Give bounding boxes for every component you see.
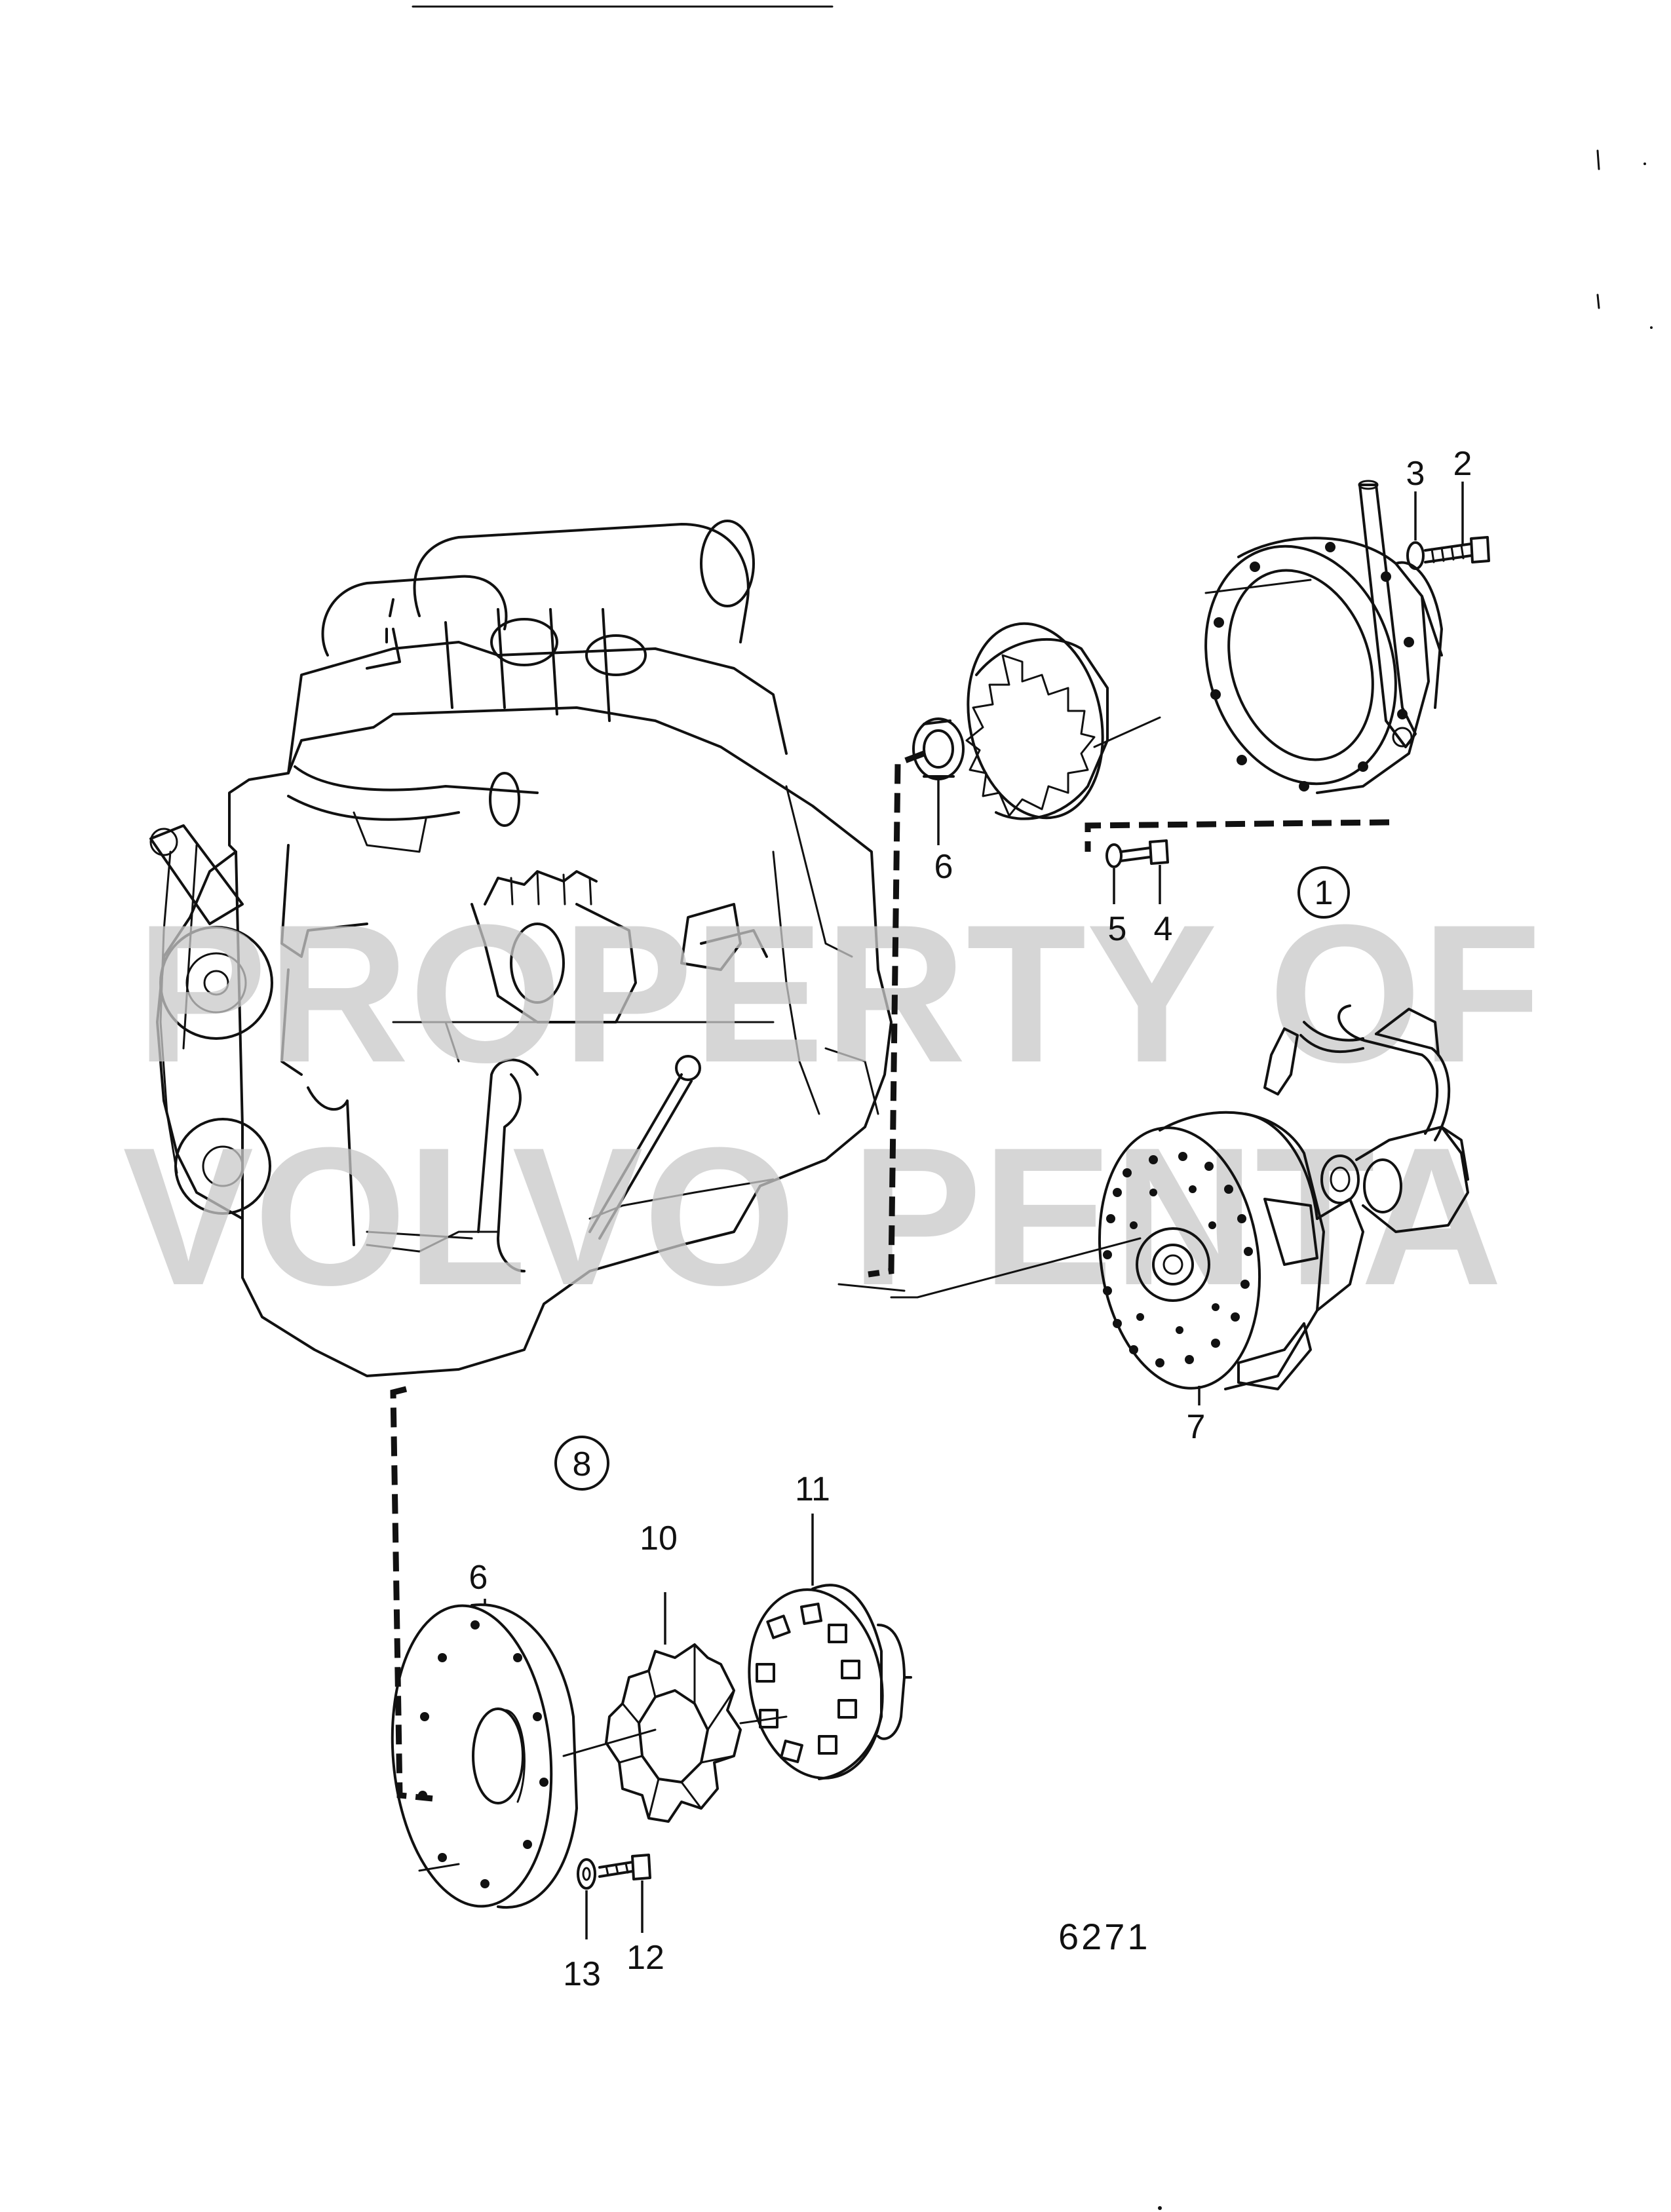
- flywheel-housing: [1204, 480, 1443, 794]
- callout-2: 2: [1453, 445, 1472, 483]
- release-actuator-icon: [1355, 1126, 1469, 1233]
- callout-12: 12: [626, 1939, 664, 1977]
- watermark-line-1: PROPERTY OF: [136, 883, 1542, 1103]
- hose-fitting-icon: [1263, 1027, 1299, 1096]
- hydraulic-hose-icon: [1337, 1004, 1451, 1141]
- crank-pulley-icon: [159, 926, 273, 1040]
- alignment-dashed-line-lower: [390, 1386, 433, 1802]
- callout-1: 1: [1315, 874, 1334, 912]
- flex-plate-holes: [418, 1620, 548, 1888]
- callout-circle-8: [554, 1436, 609, 1491]
- watermark-line-2: VOLVO PENTA: [123, 1106, 1503, 1326]
- bolt-icon: [598, 1854, 651, 1880]
- callout-4: 4: [1154, 910, 1173, 948]
- callout-13: 13: [563, 1955, 601, 1993]
- figure-number: 6271: [1058, 1916, 1151, 1957]
- callout-8: 8: [573, 1445, 592, 1483]
- washer-icon: [577, 1858, 596, 1890]
- scan-marks: [1158, 149, 1653, 2210]
- coupling-hub: [748, 1584, 912, 1780]
- clutch-hub-icon: [1136, 1227, 1210, 1302]
- rubber-element: [605, 1643, 742, 1823]
- callout-9: 9: [469, 1557, 488, 1595]
- flex-plate: [391, 1603, 578, 1909]
- engine-drawing: [149, 520, 893, 1377]
- coupling-ring: [965, 622, 1161, 820]
- washer-icon: [1406, 541, 1425, 570]
- alignment-dashed-line-bolt4: [1085, 819, 1390, 852]
- clutch-assembly: [1098, 1004, 1469, 1390]
- clutch-perforations: [1103, 1152, 1253, 1367]
- callout-3: 3: [1406, 455, 1425, 493]
- callout-7: 7: [1187, 1408, 1206, 1446]
- clutch-centerline: [890, 1237, 1142, 1299]
- release-lever-icon: [1358, 484, 1417, 748]
- bearing: [912, 717, 965, 780]
- hub-lugs: [756, 1602, 860, 1763]
- washer-icon: [1105, 843, 1123, 868]
- belt-tensioner-icon: [149, 824, 244, 925]
- callout-11: 11: [795, 1470, 830, 1508]
- watermark: PROPERTY OF VOLVO PENTA: [123, 883, 1541, 1326]
- callout-10: 10: [640, 1519, 678, 1557]
- alignment-dashed-line-upper: [868, 750, 925, 1278]
- bolt-icon: [1119, 839, 1169, 865]
- callout-labels: 1 2 3 4 5 6 7 8 9 10 11 12 13: [469, 445, 1472, 1993]
- callout-circle-1: [1297, 866, 1350, 919]
- callout-6: 6: [934, 848, 953, 886]
- callout-5: 5: [1108, 910, 1127, 948]
- bolt-icon: [1424, 536, 1490, 563]
- turbo-inlet-icon: [700, 520, 755, 607]
